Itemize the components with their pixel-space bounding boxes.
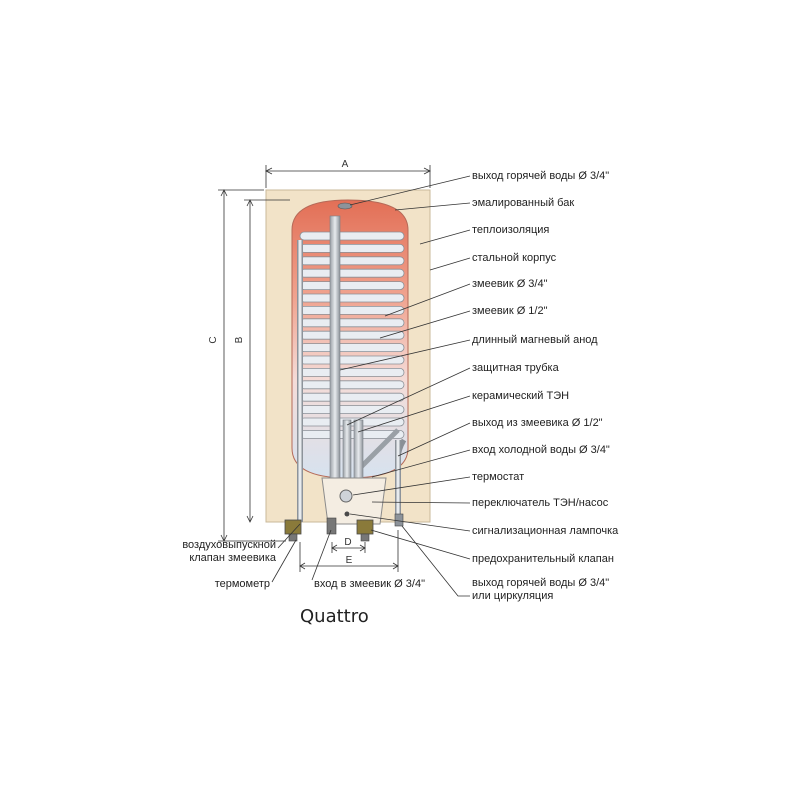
model-name: Quattro [300, 606, 369, 627]
label-air-valve-line2: клапан змеевика [189, 552, 276, 564]
label-indicator-lamp: сигнализационная лампочка [472, 525, 619, 537]
coil-turn [299, 243, 405, 253]
label-steel-casing: стальной корпус [472, 252, 557, 264]
label-coil-inlet: вход в змеевик Ø 3/4" [314, 578, 425, 590]
dimension-lines [218, 165, 431, 572]
anode-rod [329, 215, 341, 517]
label-cold-water-inlet: вход холодной воды Ø 3/4" [472, 444, 610, 456]
coil-inner-pipe [356, 428, 400, 472]
thermostat-knob [339, 489, 353, 503]
label-coil-3-4: змеевик Ø 3/4" [472, 278, 548, 290]
safety-valve [356, 519, 374, 542]
coil-turn [299, 392, 405, 402]
bottom-flange [321, 477, 387, 525]
leader-lines [271, 175, 471, 597]
label-hot-water-outlet-bottom: выход горячей воды Ø 3/4" [472, 577, 610, 589]
hot-water-outlet-top [337, 202, 353, 210]
coil-turn [299, 355, 405, 365]
coil-turn [299, 281, 405, 291]
dimension-d-label: D [344, 537, 351, 548]
coil-outlet-fitting [394, 513, 404, 527]
label-enamel-tank: эмалированный бак [472, 197, 575, 209]
label-protective-tube: защитная трубка [472, 362, 559, 374]
air-release-valve [284, 519, 302, 542]
indicator-lamp [344, 511, 350, 517]
label-insulation: теплоизоляция [472, 224, 550, 236]
dimension-a-label: A [342, 159, 349, 170]
coil-turn [299, 293, 405, 303]
label-safety-valve: предохранительный клапан [472, 553, 614, 565]
label-coil-outlet: выход из змеевика Ø 1/2" [472, 417, 603, 429]
label-hot-water-outlet: выход горячей воды Ø 3/4" [472, 170, 610, 182]
coil-turn [299, 380, 405, 390]
label-heater-pump-switch: переключатель ТЭН/насос [472, 497, 609, 509]
coil-turn [299, 305, 405, 315]
coil-turn [299, 405, 405, 415]
label-air-valve-line1: воздуховыпускной [182, 539, 276, 551]
coil-turn [299, 256, 405, 266]
label-coil-1-2: змеевик Ø 1/2" [472, 305, 548, 317]
heat-exchanger-coil [299, 231, 407, 472]
coil-turn [299, 231, 405, 241]
coil-turn [299, 367, 405, 377]
dimension-c-label: C [208, 336, 219, 343]
label-thermostat: термостат [472, 471, 525, 483]
coil-turn [299, 268, 405, 278]
label-ceramic-heater: керамический ТЭН [472, 390, 570, 402]
dimension-e-label: E [346, 555, 353, 566]
label-circulation: или циркуляция [472, 590, 554, 602]
coil-turn [299, 318, 405, 328]
coil-turn [299, 343, 405, 353]
label-thermometer: термометр [214, 578, 270, 590]
label-anode: длинный магневый анод [472, 334, 598, 346]
dimension-b-label: B [234, 336, 245, 343]
coil-inlet-fitting [326, 517, 337, 535]
